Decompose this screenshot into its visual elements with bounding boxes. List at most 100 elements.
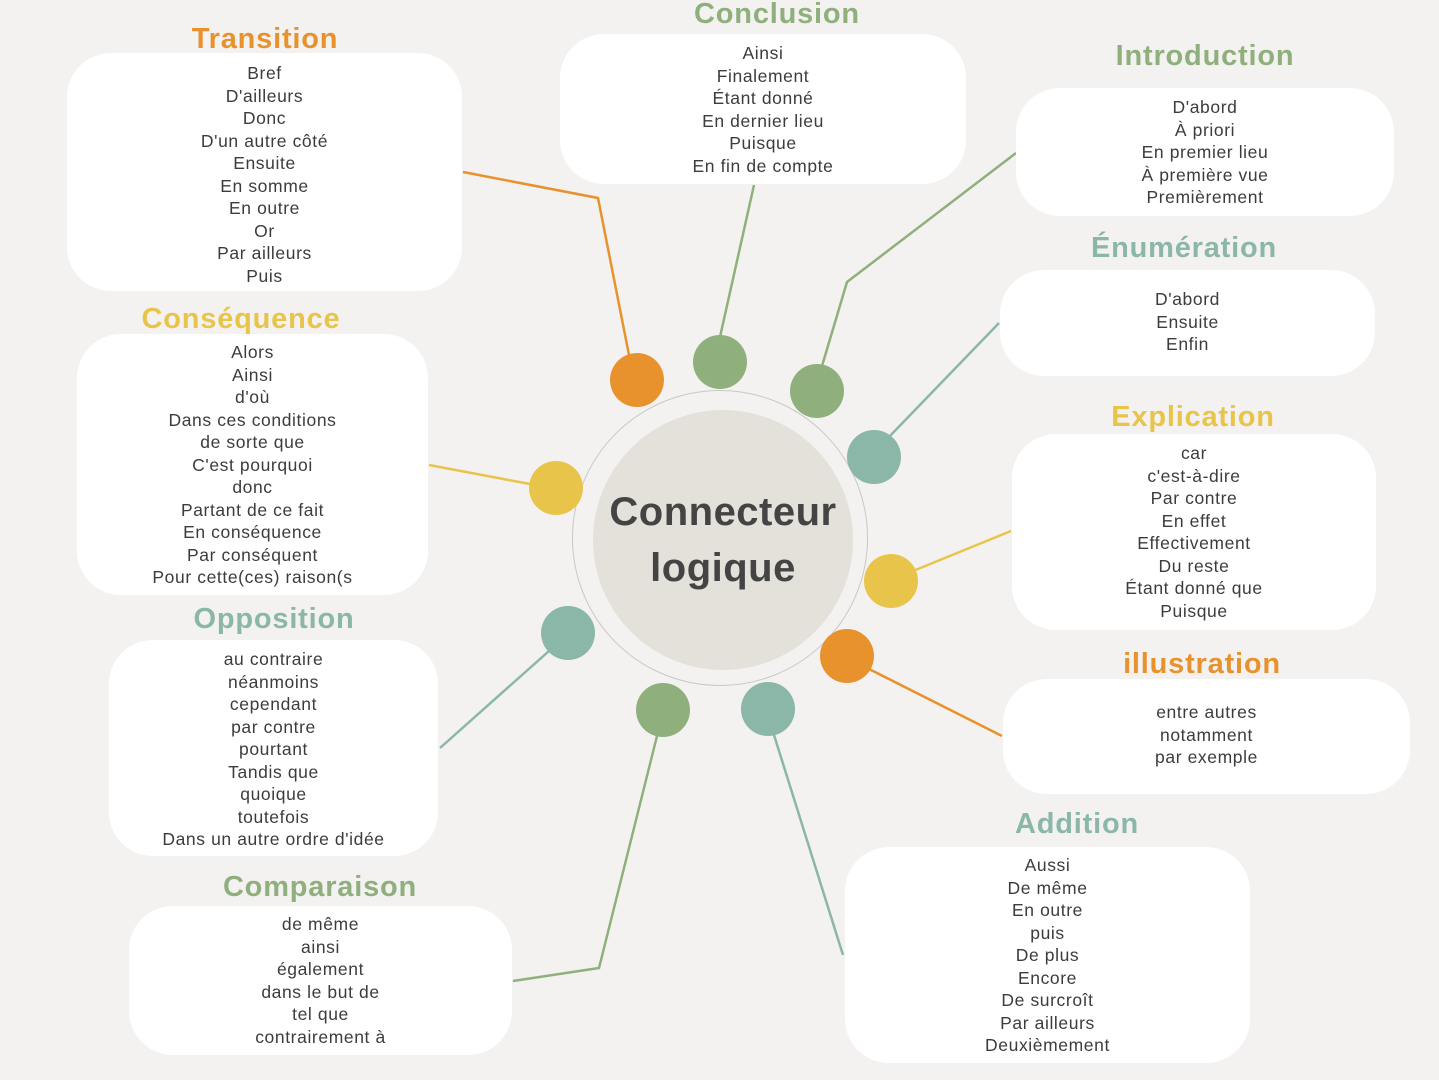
explication-item: Du reste [1158,555,1230,576]
consequence-item: donc [232,477,273,497]
enumeration-item: Ensuite [1156,311,1219,332]
addition-item: De plus [1015,945,1080,965]
explication-connector-line [912,529,1012,573]
addition-title: Addition [1015,808,1139,840]
illustration-item: entre autres [1156,702,1257,722]
addition-item: Deuxièmement [985,1035,1110,1055]
transition-item: En somme [220,175,309,196]
enumeration-node-dot [847,430,901,484]
conclusion-item: Puisque [729,133,797,153]
transition-item: Bref [247,63,282,83]
conclusion-item: En dernier lieu [702,110,824,131]
introduction-node-dot [790,364,844,418]
comparaison-item: dans le but de [261,981,380,1002]
consequence-item: Partant de ce fait [180,499,325,520]
conclusion-node-dot [693,335,747,389]
conclusion-item: En fin de compte [692,155,834,176]
central-node: Connecteur logique [593,410,853,670]
conclusion-title: Conclusion [694,0,860,30]
transition-item: En outre [229,198,300,218]
conclusion-item: Étant donné [712,88,814,108]
illustration-item: notamment [1160,724,1253,745]
consequence-item: d'où [235,387,270,407]
explication-item: Par contre [1150,488,1238,508]
consequence-item: En conséquence [183,522,322,542]
comparaison-connector-line [512,735,659,983]
consequence-item: Dans ces conditions [168,409,337,430]
enumeration-item: Enfin [1166,334,1209,354]
opposition-title: Opposition [193,603,355,635]
consequence-item: Ainsi [232,364,273,385]
addition-item: Aussi [1024,855,1071,875]
opposition-item: pourtant [238,739,308,759]
transition-item: Puis [246,265,283,286]
comparaison-item: ainsi [301,936,340,957]
comparaison-item: tel que [292,1004,349,1024]
explication-item: Effectivement [1137,533,1251,553]
transition-node-dot [610,353,664,407]
opposition-item: au contraire [223,649,324,669]
consequence-node-dot [529,461,583,515]
central-title-line2: logique [650,546,796,590]
addition-item: De même [1007,877,1088,898]
opposition-item: néanmoins [227,671,319,692]
transition-item: Or [254,220,275,241]
opposition-item: cependant [229,694,318,714]
opposition-node-dot [541,606,595,660]
opposition-item: Tandis que [228,761,319,782]
enumeration-title: Énumération [1090,232,1278,264]
explication-item: En effet [1161,510,1227,531]
addition-item: Encore [1017,967,1078,988]
addition-connector-line [772,734,845,956]
transition-item: Ensuite [233,153,296,173]
comparaison-item: également [276,959,365,979]
transition-item: Par ailleurs [217,243,312,263]
enumeration-connector-line [887,322,1000,439]
explication-title: Explication [1111,401,1275,433]
center-ring [572,390,868,686]
addition-item: De surcroît [1001,990,1094,1010]
explication-item: car [1180,443,1208,463]
opposition-item: quoique [240,784,307,804]
opposition-item: Dans un autre ordre d'idée [162,829,385,849]
transition-connector-line [462,170,631,356]
consequence-title: Conséquence [141,303,341,335]
addition-node-dot [741,682,795,736]
introduction-connector-line [820,152,1017,367]
consequence-item: Pour cette(ces) raison(s [152,567,353,587]
illustration-node-dot [820,629,874,683]
introduction-item: Premièrement [1146,187,1264,207]
transition-item: D'un autre côté [200,130,329,151]
consequence-connector-line [428,463,531,486]
explication-item: Étant donné que [1125,578,1263,598]
comparaison-item: contrairement à [255,1026,386,1047]
illustration-title: illustration [1123,648,1281,680]
introduction-item: À priori [1174,119,1236,140]
opposition-item: toutefois [237,806,310,827]
illustration-connector-line [868,667,1003,738]
opposition-item: par contre [231,716,316,737]
consequence-item: Par conséquent [187,544,318,565]
transition-item: Donc [242,108,287,128]
introduction-title: Introduction [1115,40,1295,72]
introduction-item: À première vue [1141,164,1269,185]
explication-node-dot [864,554,918,608]
explication-item: Puisque [1160,600,1228,621]
comparaison-node-dot [636,683,690,737]
central-title-line1: Connecteur [609,490,837,534]
introduction-item: En premier lieu [1141,142,1269,162]
consequence-item: de sorte que [200,432,305,452]
addition-item: En outre [1012,900,1083,920]
consequence-item: Alors [231,342,274,362]
comparaison-title: Comparaison [222,871,418,903]
